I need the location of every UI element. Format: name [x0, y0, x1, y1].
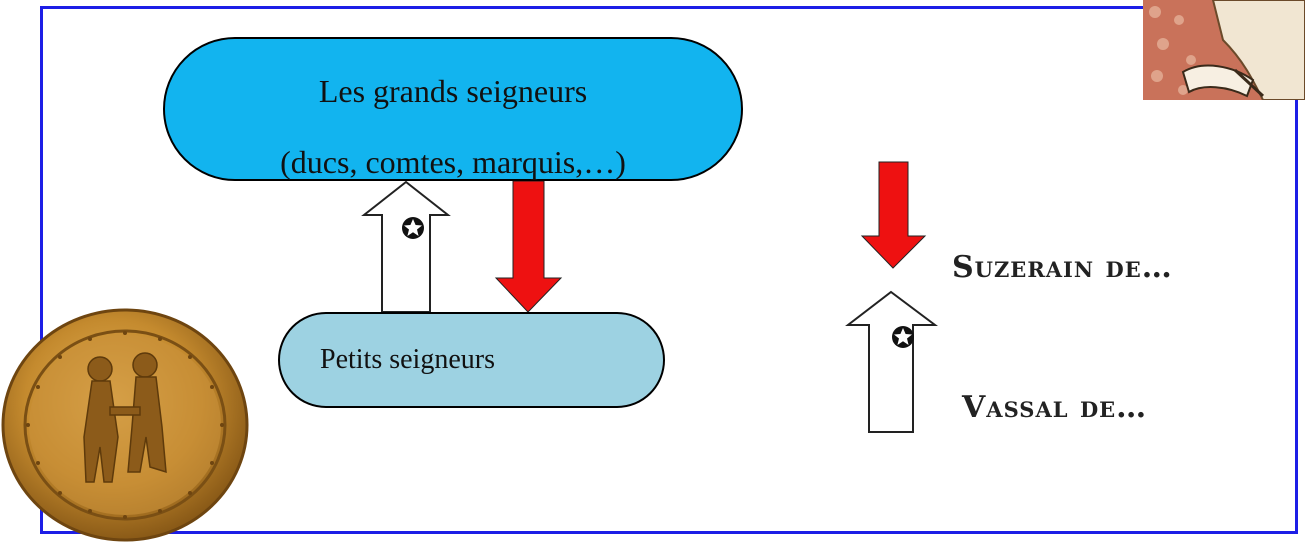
petits-seigneurs-node: Petits seigneurs — [278, 312, 665, 408]
legend-vassal-arrow — [845, 290, 938, 433]
petits-seigneurs-label: Petits seigneurs — [320, 344, 495, 375]
grands-seigneurs-line1: Les grands seigneurs — [318, 73, 588, 109]
grands-seigneurs-node: Les grands seigneurs (ducs, comtes, marq… — [163, 37, 743, 181]
legend-suzerain-label: Suzerain de… — [952, 250, 1173, 285]
frame-border — [40, 6, 1298, 534]
star-badge-icon — [402, 217, 424, 239]
vassal-arrow — [361, 180, 451, 313]
medieval-seal-image — [1, 308, 249, 542]
legend-vassal-label: Vassal de… — [962, 390, 1148, 425]
manuscript-illumination-image — [1143, 0, 1305, 100]
grands-seigneurs-line2: (ducs, comtes, marquis,…) — [280, 144, 626, 180]
legend-suzerain-arrow — [860, 161, 927, 269]
star-badge-icon — [892, 326, 914, 348]
suzerain-arrow — [494, 180, 563, 313]
